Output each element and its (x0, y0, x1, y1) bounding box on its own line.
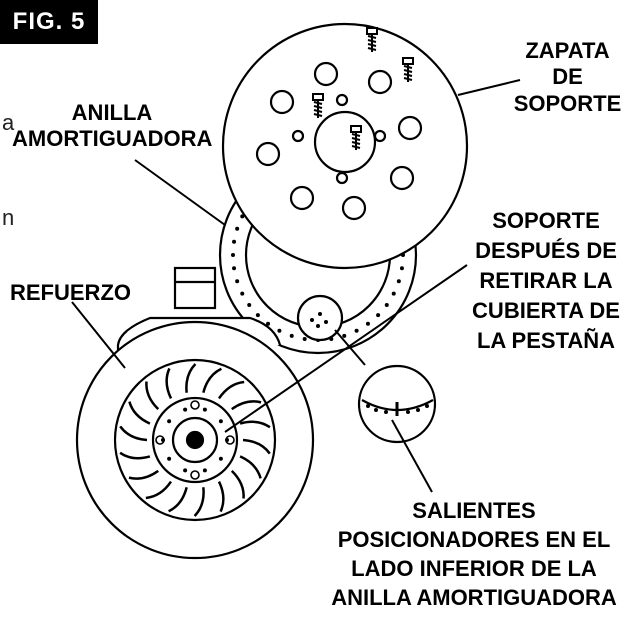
screw-icon (350, 125, 362, 150)
label-salientes-posicionadores: SALIENTES POSICIONADORES EN EL LADO INFE… (331, 498, 617, 611)
cooling-vane (165, 367, 173, 399)
ring-dot (235, 226, 240, 231)
shoe-hole (335, 93, 349, 107)
ring-dot (247, 302, 252, 307)
shoe-hole (255, 141, 281, 167)
ring-dot (384, 302, 389, 307)
hub-dot (167, 456, 172, 461)
hub-hole (190, 470, 200, 480)
shoe-hole (341, 195, 367, 221)
shoe-hole (373, 129, 387, 143)
cooling-vane (119, 425, 148, 442)
cooling-vane (239, 455, 262, 479)
screw-icon (312, 93, 324, 118)
zoom-bubble-large (357, 364, 437, 444)
support-shoe (221, 22, 469, 270)
zoom-bubble-small (296, 294, 344, 342)
hub-dot (218, 419, 223, 424)
cooling-vane (217, 380, 245, 400)
cooling-vane (185, 363, 197, 393)
screw-icon (402, 57, 414, 82)
hub-dot (183, 468, 188, 473)
shoe-hole (291, 129, 305, 143)
cut-off-text-a: a (2, 110, 15, 135)
shoe-hole (335, 171, 349, 185)
cooling-vane (193, 487, 205, 517)
ring-dot (391, 291, 396, 296)
label-anilla-amortiguadora: ANILLA AMORTIGUADORA (12, 100, 213, 152)
cooling-vane (145, 381, 160, 411)
hub-hole (190, 400, 200, 410)
ring-dot (342, 333, 347, 338)
hub-dot (202, 468, 207, 473)
cooling-vane (217, 481, 225, 513)
ring-dot (354, 328, 359, 333)
ring-dot (255, 313, 260, 318)
shoe-hole (367, 69, 393, 95)
cooling-vane (231, 400, 262, 411)
cooling-vane (202, 367, 222, 394)
shoe-hole (289, 185, 315, 211)
hub-dot (218, 456, 223, 461)
cooling-vane (128, 401, 151, 425)
ring-dot (365, 321, 370, 326)
label-refuerzo: REFUERZO (10, 280, 131, 305)
ring-dot (399, 266, 404, 271)
cooling-vane (239, 420, 271, 429)
cooling-vane (168, 486, 188, 513)
ring-dot (302, 336, 307, 341)
hub-dot (202, 407, 207, 412)
ring-dot (277, 328, 282, 333)
label-zapata-de-soporte: ZAPATA DE SOPORTE (513, 38, 622, 116)
shoe-hole (389, 165, 415, 191)
hub-dot (167, 419, 172, 424)
ring-dot (376, 313, 381, 318)
ring-dot (289, 333, 294, 338)
cooling-vane (242, 438, 271, 455)
ring-dot (396, 279, 401, 284)
hub-hole (155, 435, 165, 445)
cooling-vane (128, 469, 159, 480)
figure-label: FIG. 5 (0, 0, 98, 44)
ring-dot (266, 321, 271, 326)
cut-off-text-n: n (2, 205, 15, 230)
cooling-vane (145, 480, 173, 500)
cooling-vane (230, 469, 245, 499)
leader-lines (71, 79, 521, 493)
ring-dot (231, 253, 235, 257)
shoe-hole (269, 89, 295, 115)
ring-dot (240, 214, 245, 219)
screw-icon (366, 27, 378, 52)
hub-hole (225, 435, 235, 445)
ring-dot (235, 279, 240, 284)
ring-dot (240, 291, 245, 296)
label-soporte-despues: SOPORTE DESPUÉS DE RETIRAR LA CUBIERTA D… (472, 208, 620, 353)
ring-dot (232, 266, 237, 271)
hub-dot (183, 407, 188, 412)
shoe-hole (397, 115, 423, 141)
base-support-disc (75, 320, 315, 560)
cooling-vane (119, 451, 151, 460)
ring-dot (232, 239, 237, 244)
shoe-hole (313, 61, 339, 87)
